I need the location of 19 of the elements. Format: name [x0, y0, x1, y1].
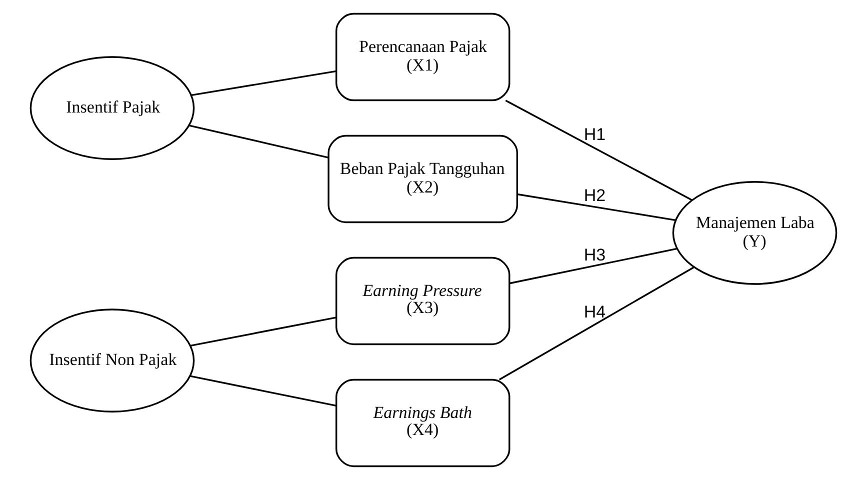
- node-box: Earnings Bath (X4): [334, 378, 510, 468]
- connector: [189, 375, 336, 407]
- connector: [190, 316, 336, 347]
- connector: [516, 193, 676, 221]
- edge-label: H4: [583, 302, 606, 322]
- connector: [498, 266, 694, 380]
- connector: [504, 100, 692, 201]
- node-ellipse: Manajemen Laba (Y): [672, 181, 837, 285]
- connector: [190, 70, 336, 96]
- node-box: Perencanaan Pajak (X1): [334, 12, 510, 102]
- node-ellipse: Insentif Non Pajak: [29, 308, 194, 412]
- connector: [508, 248, 677, 284]
- edge-label: H3: [583, 246, 606, 265]
- node-box: Earning Pressure (X3): [334, 256, 510, 346]
- connector: [188, 124, 328, 158]
- edge-label: H1: [583, 125, 606, 144]
- node-box: Beban Pajak Tangguhan (X2): [327, 134, 518, 224]
- edge-label: H2: [583, 186, 606, 206]
- node-ellipse: Insentif Pajak: [29, 56, 194, 160]
